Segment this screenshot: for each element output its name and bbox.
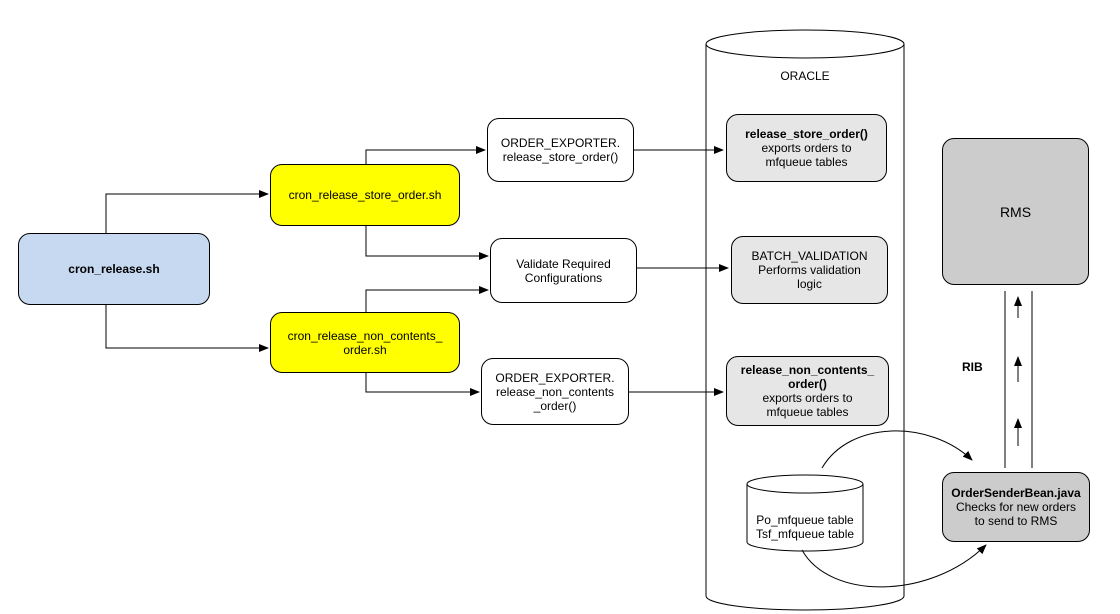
rib-pipe bbox=[1004, 291, 1033, 468]
node-cron-release-store-order-label: cron_release_store_order.sh bbox=[288, 188, 442, 202]
node-order-exporter-non-contents: ORDER_EXPORTER. release_non_contents _or… bbox=[481, 358, 629, 425]
node-order-exporter-store: ORDER_EXPORTER. release_store_order() bbox=[487, 118, 634, 182]
sender-title: OrderSenderBean.java bbox=[951, 486, 1081, 500]
edge-store-to-exporter bbox=[365, 146, 486, 164]
exporter-nc-line3: _order() bbox=[533, 398, 577, 413]
edge-mfqueue-to-sender-curve bbox=[821, 430, 973, 469]
proc-nc-title1: release_non_contents_ bbox=[740, 363, 875, 377]
proc-batch-validation: BATCH_VALIDATION Performs validation log… bbox=[731, 236, 888, 304]
proc-release-store-order: release_store_order() exports orders to … bbox=[726, 114, 887, 182]
node-cron-release-non-contents: cron_release_non_contents_ order.sh bbox=[270, 312, 460, 373]
oracle-database-cylinder bbox=[705, 29, 905, 611]
node-cron-release: cron_release.sh bbox=[18, 233, 210, 305]
proc-nc-title2: order() bbox=[788, 377, 827, 391]
proc-release-non-contents-order: release_non_contents_ order() exports or… bbox=[726, 356, 889, 426]
edge-noncontents-to-validate bbox=[365, 286, 489, 312]
proc-store-title: release_store_order() bbox=[745, 127, 868, 141]
node-cron-release-label: cron_release.sh bbox=[68, 262, 160, 276]
sender-desc2: to send to RMS bbox=[974, 514, 1058, 528]
oracle-label: ORACLE bbox=[780, 69, 830, 83]
validate-line2: Configurations bbox=[524, 270, 603, 285]
node-order-sender-bean: OrderSenderBean.java Checks for new orde… bbox=[942, 472, 1090, 542]
exporter-store-line2: release_store_order() bbox=[502, 150, 619, 164]
proc-nc-desc1: exports orders to bbox=[762, 391, 853, 405]
edge-noncontents-to-exporter bbox=[365, 373, 480, 396]
proc-valid-desc1: Performs validation bbox=[758, 263, 861, 277]
proc-store-desc1: exports orders to bbox=[761, 141, 852, 155]
mfqueue-line1: Po_mfqueue table bbox=[756, 513, 854, 527]
node-validate-configurations: Validate Required Configurations bbox=[490, 238, 637, 303]
proc-nc-desc2: mfqueue tables bbox=[766, 405, 849, 419]
edge-mfqueue-return-curve bbox=[801, 544, 987, 588]
proc-valid-desc2: logic bbox=[797, 277, 822, 291]
edge-cron-to-store bbox=[105, 190, 269, 233]
exporter-nc-line2: release_non_contents bbox=[495, 384, 615, 399]
node-cron-release-non-contents-label: cron_release_non_contents_ order.sh bbox=[287, 328, 443, 357]
proc-valid-title: BATCH_VALIDATION bbox=[751, 249, 868, 263]
node-rms: RMS bbox=[942, 138, 1089, 285]
edge-store-to-validate bbox=[365, 226, 489, 260]
node-cron-release-store-order: cron_release_store_order.sh bbox=[270, 164, 460, 226]
mfqueue-table-cylinder bbox=[746, 474, 864, 552]
sender-desc1: Checks for new orders bbox=[955, 500, 1077, 514]
exporter-nc-line1: ORDER_EXPORTER. bbox=[495, 370, 615, 385]
proc-store-desc2: mfqueue tables bbox=[765, 155, 848, 169]
validate-line1: Validate Required bbox=[516, 256, 611, 271]
rib-label: RIB bbox=[962, 360, 983, 374]
rms-label: RMS bbox=[999, 203, 1032, 220]
edge-cron-to-noncontents bbox=[105, 305, 269, 352]
mfqueue-label: Po_mfqueue table Tsf_mfqueue table bbox=[747, 513, 863, 541]
exporter-store-line1: ORDER_EXPORTER. bbox=[500, 136, 621, 150]
mfqueue-line2: Tsf_mfqueue table bbox=[755, 527, 855, 541]
